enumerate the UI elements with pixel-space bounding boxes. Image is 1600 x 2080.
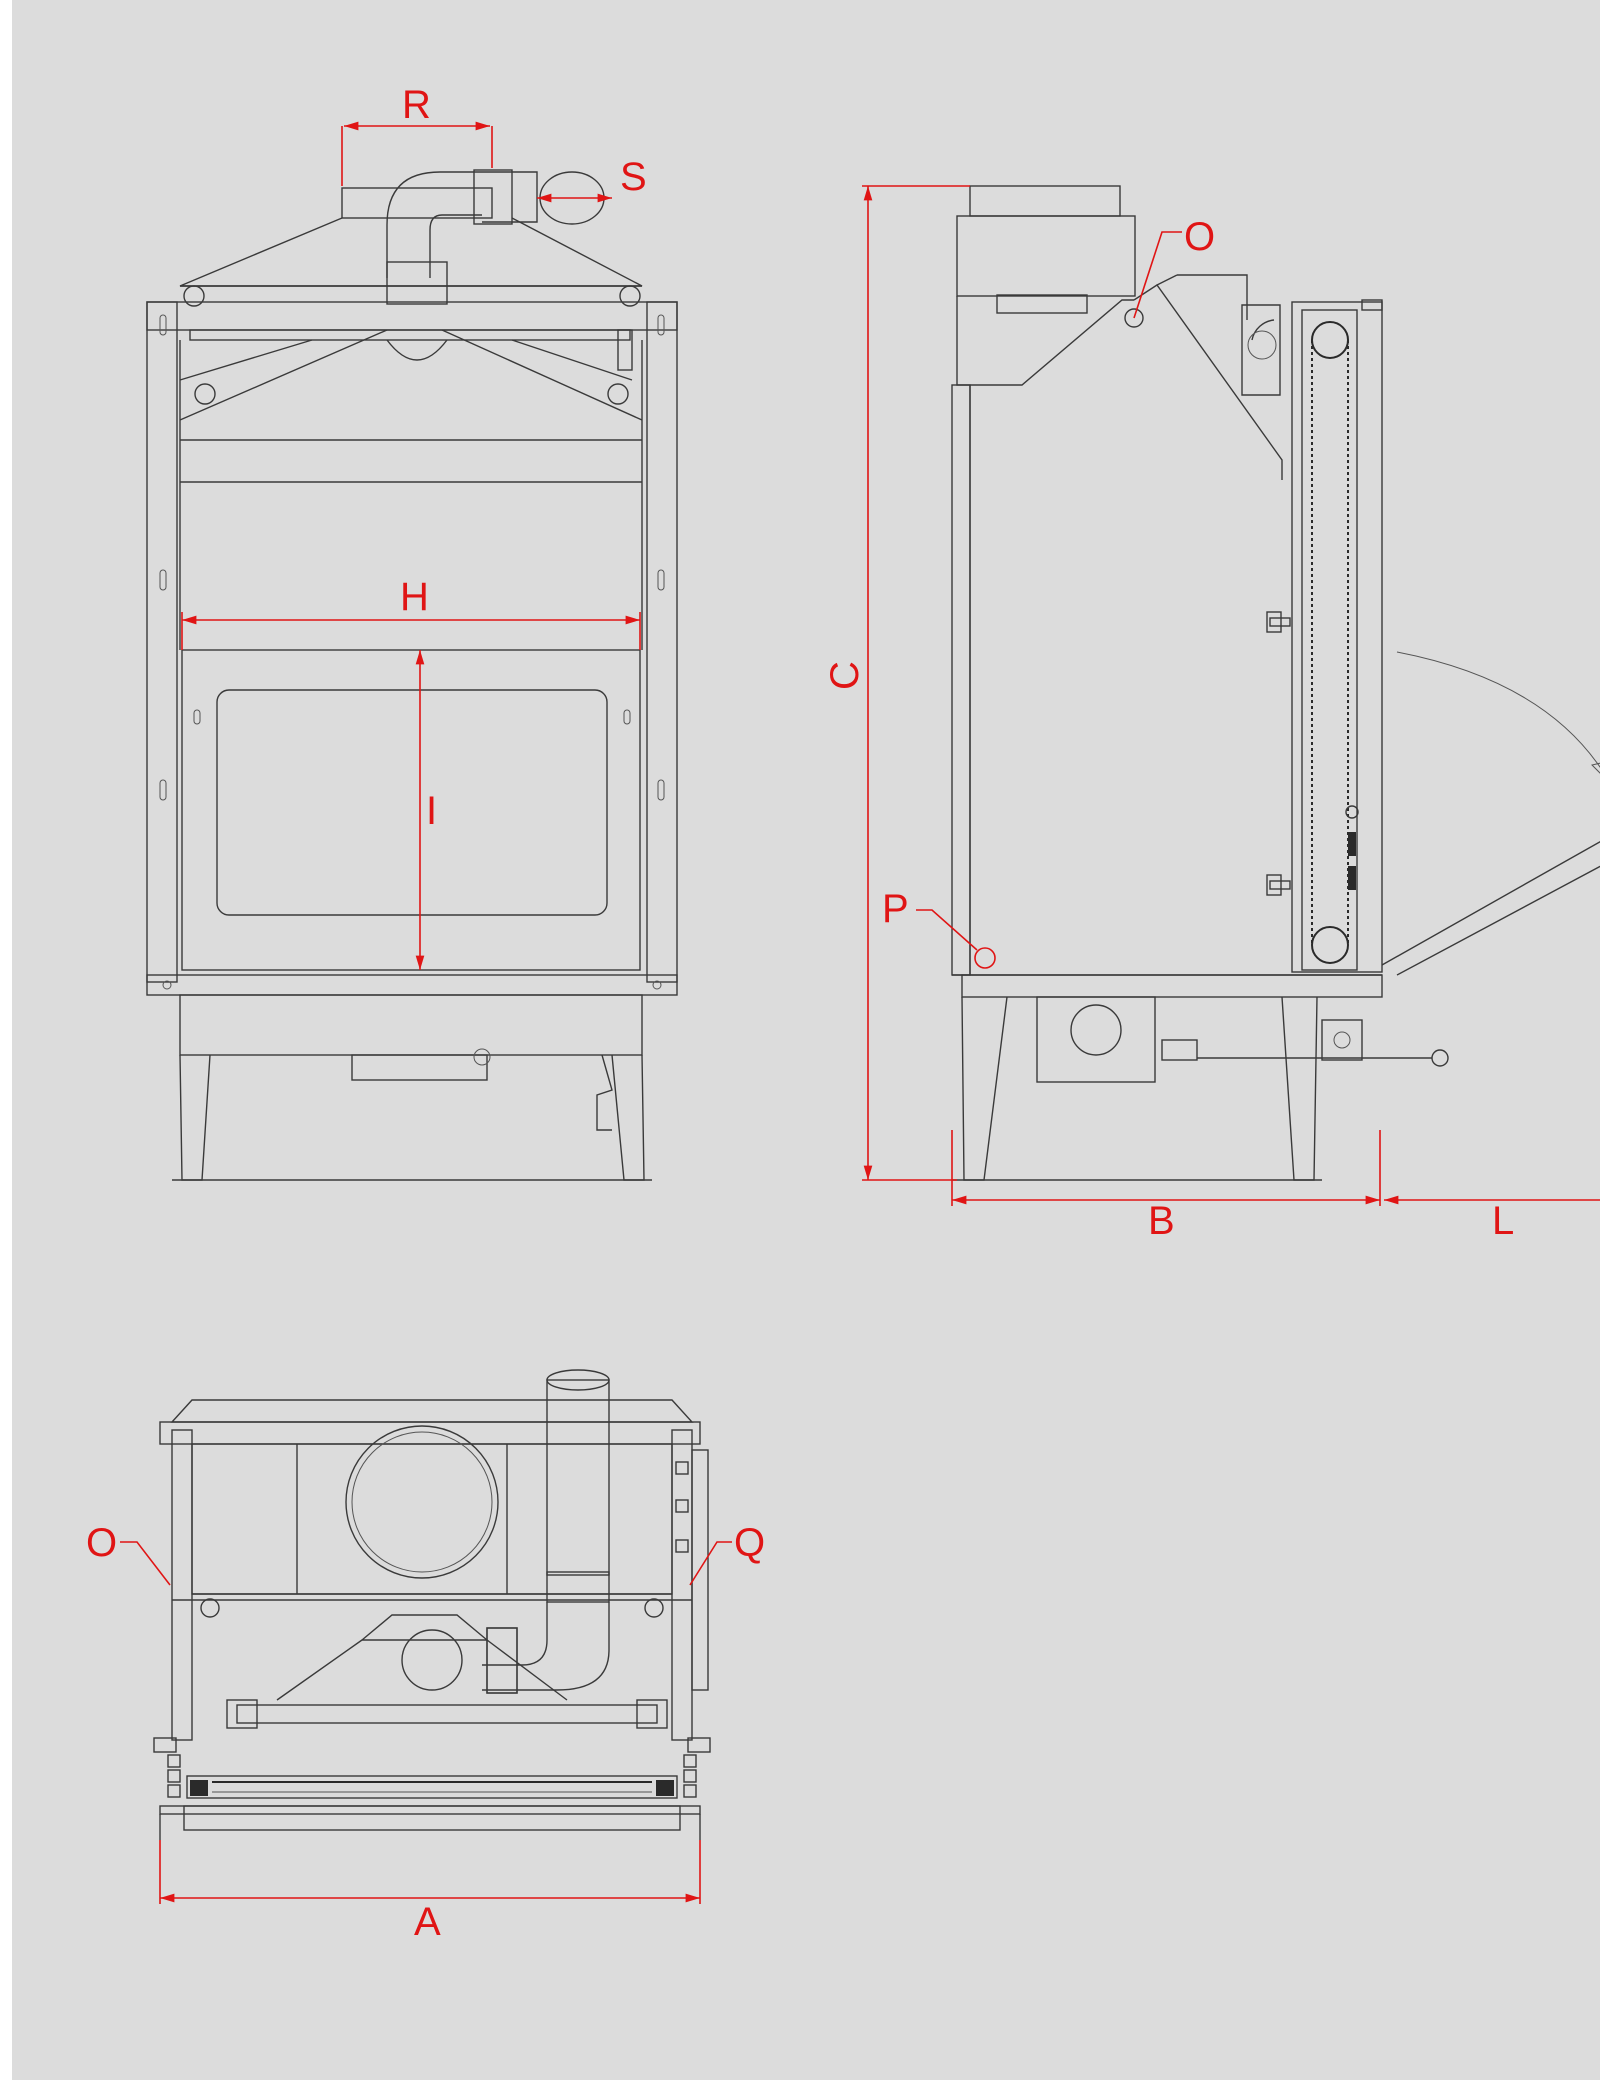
front-view: R S H I (146, 83, 678, 1181)
label-s: S (620, 155, 647, 199)
label-a: A (414, 1900, 441, 1944)
label-r: R (402, 83, 431, 127)
label-b: B (1148, 1199, 1175, 1243)
label-o-side: O (1184, 215, 1215, 259)
side-view: O P C B L (823, 185, 1600, 1243)
label-q: Q (734, 1521, 765, 1565)
top-view: O Q A (86, 1369, 765, 1944)
technical-drawing: R S H I (86, 83, 1600, 1944)
drawing-sheet: R S H I (12, 0, 1600, 2080)
label-p: P (882, 887, 909, 931)
label-o-top: O (86, 1521, 117, 1565)
label-h: H (400, 575, 429, 619)
label-i: I (426, 789, 437, 833)
label-c: C (823, 661, 867, 690)
label-l: L (1492, 1199, 1514, 1243)
